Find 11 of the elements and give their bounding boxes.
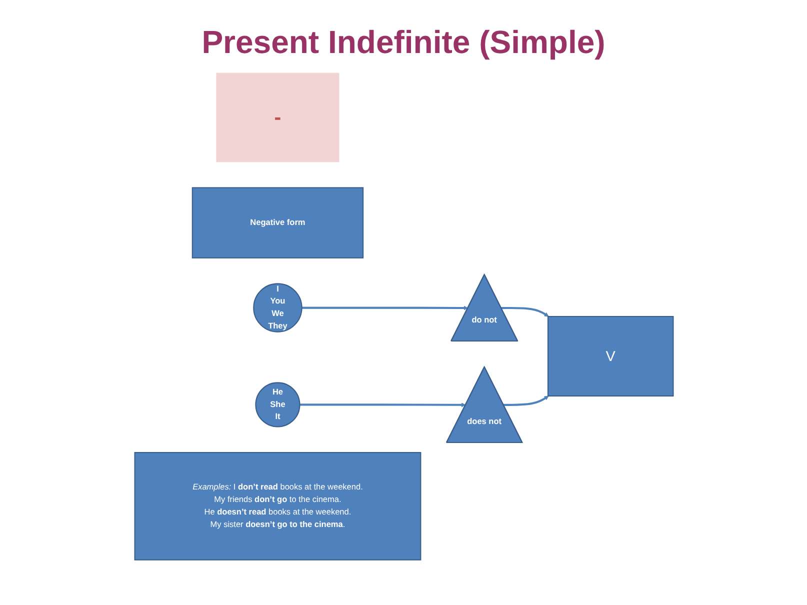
arrow: [301, 306, 468, 310]
node-box: -: [216, 72, 339, 162]
arrow: [503, 396, 548, 406]
node-circle: I You We They: [252, 283, 302, 332]
arrow: [500, 306, 548, 317]
title: Present Indefinite (Simple): [200, 24, 606, 61]
node-box: Negative form: [191, 187, 364, 258]
node-circle: He She It: [254, 382, 300, 428]
arrow: [299, 402, 466, 408]
node-box: Examples: I don’t read books at the weekend. My friends don’t go to the cinema. He doesn’t read books at the weekend. My sister doesn’t go to the cinema.: [134, 452, 421, 560]
node-box: V: [546, 316, 674, 396]
